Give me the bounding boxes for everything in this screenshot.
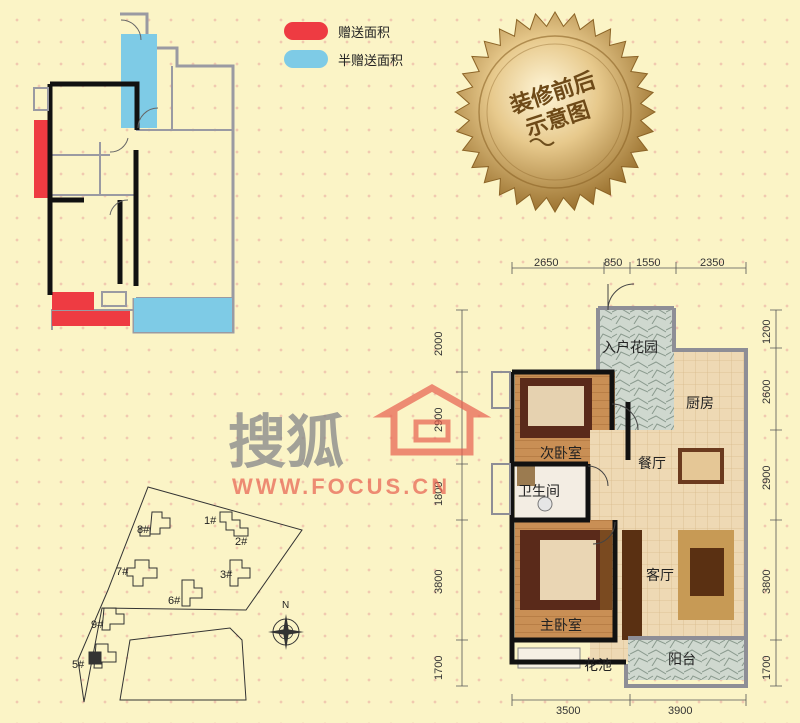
dim-top-3: 1550 bbox=[636, 257, 660, 269]
room-label-master-bedroom: 主卧室 bbox=[540, 617, 582, 634]
legend-swatch-gift bbox=[284, 22, 328, 40]
room-label-balcony: 阳台 bbox=[668, 652, 696, 668]
dim-right-4: 3800 bbox=[761, 570, 773, 594]
compass-icon bbox=[268, 614, 304, 650]
dim-top-2: 850 bbox=[604, 257, 622, 269]
gift-area-left bbox=[34, 120, 50, 198]
main-floorplan bbox=[491, 283, 748, 688]
dim-right-5: 1700 bbox=[761, 656, 773, 680]
dim-bottom-1: 3500 bbox=[556, 705, 580, 717]
building-label-2: 2# bbox=[235, 536, 248, 548]
room-label-living: 客厅 bbox=[646, 567, 674, 584]
legend-label-half-gift: 半赠送面积 bbox=[338, 54, 404, 69]
room-label-dining: 餐厅 bbox=[638, 456, 666, 472]
building-label-5: 6# bbox=[168, 595, 181, 607]
room-label-bathroom: 卫生间 bbox=[518, 484, 560, 500]
half-gift-area-bottom bbox=[134, 298, 232, 332]
dim-left-5: 1700 bbox=[433, 656, 445, 680]
original-floorplan bbox=[33, 12, 235, 334]
room-label-flower-bed: 花池 bbox=[584, 658, 612, 674]
dim-bottom-2: 3900 bbox=[668, 705, 692, 717]
watermark-house-logo bbox=[372, 383, 492, 456]
legend-label-gift: 赠送面积 bbox=[338, 26, 391, 41]
gift-area-bottom-a bbox=[52, 292, 94, 310]
building-label-3: 3# bbox=[220, 569, 233, 581]
dim-left-1: 2000 bbox=[433, 332, 445, 356]
room-label-kitchen: 厨房 bbox=[686, 396, 714, 412]
room-label-second-bedroom: 次卧室 bbox=[540, 445, 582, 462]
dim-left-3: 1800 bbox=[433, 482, 445, 506]
dimension-lines bbox=[456, 262, 782, 706]
room-label-entry-garden: 入户花园 bbox=[602, 339, 658, 356]
watermark-chinese: 搜狐 bbox=[228, 408, 344, 476]
dim-top-4: 2350 bbox=[700, 257, 724, 269]
dim-right-1: 1200 bbox=[761, 320, 773, 344]
legend-swatch-half-gift bbox=[284, 50, 328, 68]
building-label-1: 1# bbox=[204, 515, 217, 527]
dim-right-2: 2600 bbox=[761, 380, 773, 404]
dim-left-4: 3800 bbox=[433, 570, 445, 594]
building-label-6: 8# bbox=[137, 524, 150, 536]
watermark-url: WWW.FOCUS.CN bbox=[232, 474, 450, 499]
dim-right-3: 2900 bbox=[761, 466, 773, 490]
dim-top-1: 2650 bbox=[534, 257, 558, 269]
site-building-labels: 8# 1# 2# 7# 3# 6# 9# 5# bbox=[72, 515, 248, 671]
compass-north-label: N bbox=[282, 600, 289, 611]
building-label-7: 7# bbox=[116, 566, 129, 578]
building-label-9: 5# bbox=[72, 659, 85, 671]
site-plan bbox=[77, 486, 303, 703]
gift-area-bottom-b bbox=[52, 311, 130, 326]
badge-seal bbox=[454, 11, 656, 213]
building-label-8: 9# bbox=[91, 619, 104, 631]
